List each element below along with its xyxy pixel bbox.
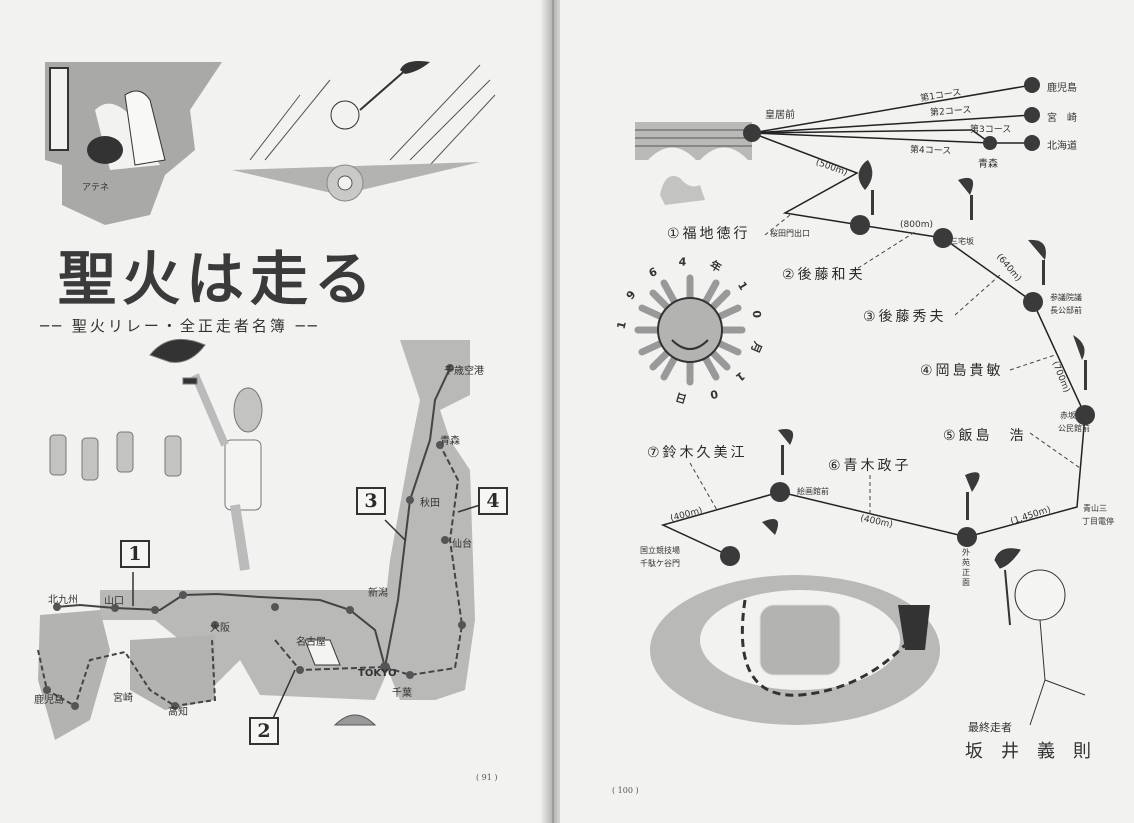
athens-illustration — [45, 62, 222, 225]
course-3-label: 第3コース — [970, 125, 1012, 135]
map-label-kitakyushu: 北九州 — [48, 595, 78, 606]
runner-1: ①福地徳行 — [667, 226, 751, 242]
airplane-illustration — [232, 61, 496, 202]
stop-akasaka-1: 赤坂 — [1060, 411, 1076, 420]
runner-3: ③後藤秀夫 — [863, 309, 947, 325]
stop-miyakezaka: 三宅坂 — [950, 237, 974, 246]
map-label-miyazaki: 宮崎 — [113, 693, 133, 704]
stop-aoyama-2: 丁目電停 — [1082, 517, 1114, 526]
map-label-tokyo: TOKYO — [358, 668, 397, 679]
final-runner-illustration — [994, 548, 1086, 726]
runner-5: ⑤飯島 浩 — [943, 428, 1027, 444]
page-title: 聖火は走る — [58, 245, 379, 313]
stop-gaien: 外苑正面 — [962, 548, 970, 587]
japan-map — [37, 340, 475, 740]
page-subtitle: ── 聖火リレー・全正走者名簿 ── — [40, 317, 320, 335]
dest-aomori: 青森 — [978, 159, 998, 170]
stop-sakuradamon: 桜田門出口 — [770, 229, 810, 238]
runner-2: ②後藤和夫 — [782, 267, 866, 283]
left-page: アテネ 聖火は走る ── 聖火リレー・全正走者名簿 ── 1 2 3 4 千歳空… — [0, 0, 548, 823]
map-label-chitose: 千歳空港 — [444, 366, 484, 377]
right-page: 1964年10月10日 皇居前 第1コース 第2コース 第3コース 第4コース … — [560, 0, 1134, 823]
left-illustrations — [37, 61, 496, 740]
stadium-illustration — [650, 575, 940, 725]
map-label-kagoshima: 鹿児島 — [34, 695, 64, 706]
course-marker-1: 1 — [120, 540, 150, 568]
page-number: ( 91 ) — [476, 773, 498, 782]
stop-sangiin-2: 長公邸前 — [1050, 306, 1082, 315]
course-marker-3: 3 — [356, 487, 386, 515]
final-runner-name: 坂 井 義 則 — [965, 741, 1091, 762]
runner-6: ⑥青木政子 — [828, 458, 912, 474]
map-label-osaka: 大阪 — [210, 623, 230, 634]
stop-stadium-1: 国立競技場 — [640, 546, 680, 555]
torch-icons — [762, 160, 1087, 535]
stop-sangiin-1: 参議院議 — [1050, 293, 1082, 302]
stop-stadium-2: 千駄ケ谷門 — [640, 559, 680, 568]
map-label-niigata: 新潟 — [368, 588, 388, 599]
map-label-chiba: 千葉 — [392, 688, 412, 699]
final-runner-label: 最終走者 — [968, 721, 1012, 734]
dest-hokkaido: 北海道 — [1047, 141, 1077, 152]
route-nodes — [720, 77, 1095, 566]
distance-2: (800m) — [900, 220, 933, 230]
map-label-aomori: 青森 — [440, 436, 460, 447]
map-label-akita: 秋田 — [420, 498, 440, 509]
start-label: 皇居前 — [765, 110, 795, 121]
page-number: ( 100 ) — [612, 786, 639, 795]
relay-route-diagram: 1964年10月10日 — [615, 77, 1095, 726]
course-marker-2: 2 — [249, 717, 279, 745]
course-4-label: 第4コース — [909, 145, 952, 157]
stop-aoyama-1: 青山三 — [1083, 504, 1107, 513]
map-label-yamaguchi: 山口 — [104, 596, 124, 607]
stop-kaigakan: 絵画館前 — [797, 487, 829, 496]
runner-7: ⑦鈴木久美江 — [647, 445, 748, 461]
sun-illustration: 1964年10月10日 — [615, 255, 746, 406]
runner-4: ④岡島貴敏 — [920, 363, 1004, 379]
marker-pointers — [132, 504, 481, 726]
course-marker-4: 4 — [478, 487, 508, 515]
dest-miyazaki: 宮 崎 — [1047, 113, 1077, 124]
map-label-sendai: 仙台 — [452, 539, 472, 550]
dest-kagoshima: 鹿児島 — [1047, 83, 1077, 94]
map-label-kochi: 高知 — [168, 707, 188, 718]
stop-akasaka-2: 公民館前 — [1058, 424, 1090, 433]
map-label-nagoya: 名古屋 — [296, 637, 326, 648]
runners-illustration — [49, 338, 263, 571]
bridge-illustration — [635, 122, 752, 205]
athens-caption: アテネ — [82, 183, 110, 193]
